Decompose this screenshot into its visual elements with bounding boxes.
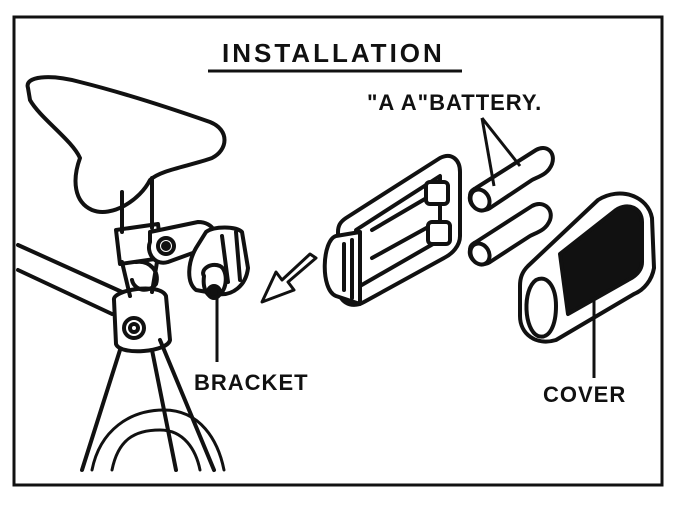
bracket-illustration	[149, 222, 248, 298]
insert-arrow	[262, 254, 316, 302]
saddle	[28, 77, 225, 212]
cover-window	[560, 206, 642, 314]
frame-joint	[114, 288, 170, 351]
seat-post	[122, 178, 152, 232]
top-tube	[18, 245, 122, 314]
diagram-title: INSTALLATION	[222, 38, 445, 68]
battery-label: "A A"BATTERY.	[367, 90, 543, 115]
cover-illustration	[520, 194, 654, 342]
frame-connector	[132, 262, 157, 290]
cover-label: COVER	[543, 382, 627, 407]
light-unit-illustration	[325, 156, 460, 305]
bicycle-illustration	[18, 77, 225, 470]
batteries-illustration	[467, 148, 553, 268]
bracket-label: BRACKET	[194, 370, 309, 395]
cover-end	[526, 279, 556, 337]
battery-leaders	[482, 118, 520, 186]
frame-bolt	[124, 318, 144, 338]
diagram-frame	[14, 17, 662, 485]
rear-wheel	[92, 410, 224, 470]
